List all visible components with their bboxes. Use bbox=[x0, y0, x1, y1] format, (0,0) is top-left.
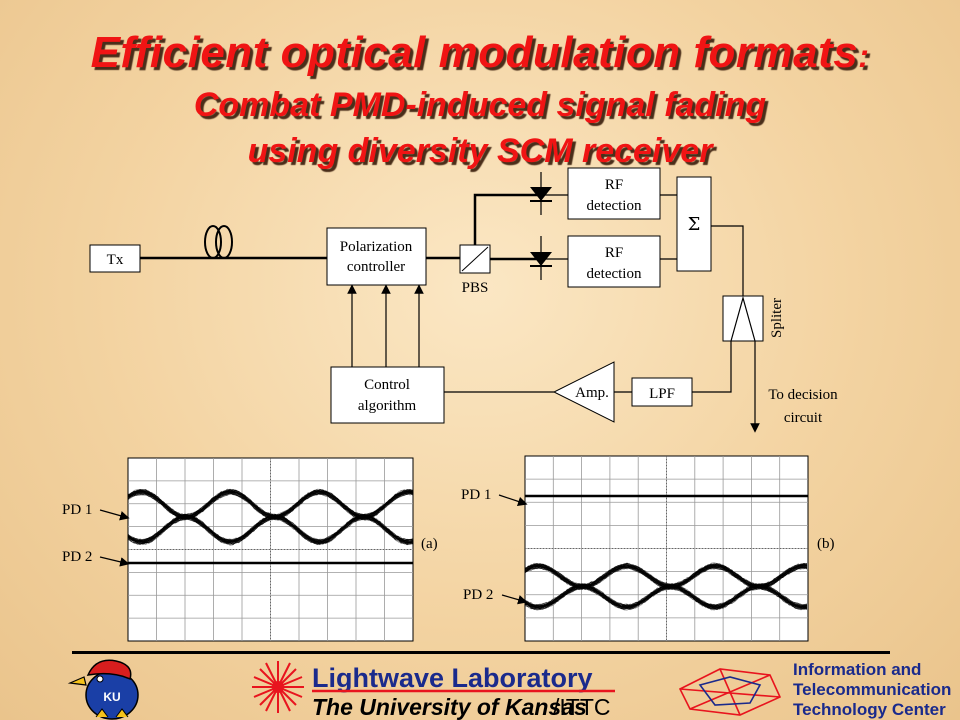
ku-badge: KU bbox=[103, 690, 120, 704]
rf-detection-top-block: RF detection bbox=[568, 168, 660, 219]
summer-block: Σ bbox=[677, 177, 711, 271]
plot-a-tag: (a) bbox=[421, 536, 438, 552]
svg-text:RF: RF bbox=[605, 177, 623, 193]
fiber-coil-icon bbox=[205, 226, 232, 258]
ittc-network-logo bbox=[680, 669, 780, 715]
svg-text:Polarization: Polarization bbox=[340, 239, 413, 255]
laser-burst-icon bbox=[252, 661, 304, 713]
center-line2: Telecommunication bbox=[793, 680, 951, 699]
lab-name: Lightwave Laboratory bbox=[312, 663, 593, 693]
svg-text:circuit: circuit bbox=[784, 410, 823, 426]
plot-b-pd2-label: PD 2 bbox=[463, 587, 493, 603]
svg-text:algorithm: algorithm bbox=[358, 398, 417, 414]
plot-b-tag: (b) bbox=[817, 536, 835, 552]
amplifier-block: Amp. bbox=[554, 362, 614, 422]
eye-diagram-a bbox=[128, 458, 413, 641]
spliter-label: Spliter bbox=[769, 298, 785, 338]
svg-text:Amp.: Amp. bbox=[575, 385, 609, 401]
svg-text:detection: detection bbox=[587, 266, 642, 282]
rf-detection-bottom-block: RF detection bbox=[568, 236, 660, 287]
control-algorithm-block: Control algorithm bbox=[331, 367, 444, 423]
center-line1: Information and bbox=[793, 660, 921, 679]
photodiode-top-icon bbox=[530, 172, 552, 215]
tx-block: Tx bbox=[90, 245, 140, 272]
svg-text:RF: RF bbox=[605, 245, 623, 261]
to-decision-label: To decision bbox=[768, 387, 838, 403]
svg-text:LPF: LPF bbox=[649, 386, 675, 402]
footer: KU Lightwave Laboratory The University o… bbox=[0, 655, 960, 720]
ittc-label: /ITTC bbox=[553, 694, 611, 720]
eye-diagram-b bbox=[525, 456, 808, 641]
svg-text:Control: Control bbox=[364, 377, 410, 393]
svg-text:detection: detection bbox=[587, 198, 642, 214]
plot-a-pd2-label: PD 2 bbox=[62, 549, 92, 565]
center-line3: Technology Center bbox=[793, 700, 946, 719]
lpf-block: LPF bbox=[632, 378, 692, 406]
tx-label: Tx bbox=[107, 252, 124, 268]
spliter-block: Spliter bbox=[723, 296, 785, 341]
sigma-symbol: Σ bbox=[688, 214, 701, 235]
pbs-label: PBS bbox=[462, 280, 489, 296]
plot-a-pd1-label: PD 1 bbox=[62, 502, 92, 518]
plot-b-pd1-label: PD 1 bbox=[461, 487, 491, 503]
polarization-controller-block: Polarization controller bbox=[327, 228, 426, 285]
svg-text:controller: controller bbox=[347, 259, 405, 275]
university-name: The University of Kansas bbox=[312, 694, 587, 720]
footer-divider bbox=[72, 651, 890, 654]
ku-jayhawk-logo: KU bbox=[70, 660, 138, 719]
pbs-block: PBS bbox=[460, 245, 490, 296]
